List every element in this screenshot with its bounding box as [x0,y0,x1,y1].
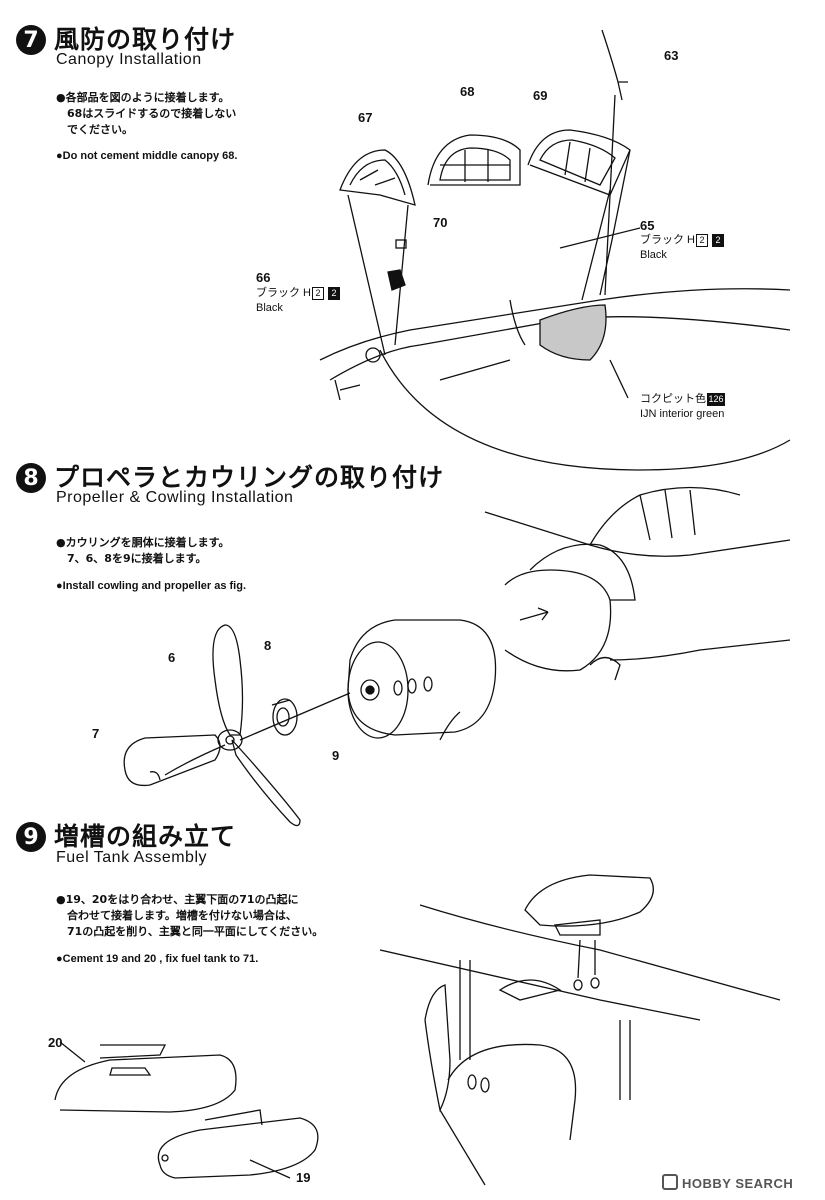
canopy-fuselage-drawing [319,288,791,471]
wing-tank-drawing [379,874,781,1186]
part-67-label: 67 [358,110,373,125]
paint-black-jp: ブラック H [640,234,695,246]
paint-code-box: 2 [312,286,324,300]
paint-code-box-dark: 2 [328,286,341,300]
part-69-label: 69 [533,88,548,103]
antenna-63-drawing [601,29,628,101]
part-9-label: 9 [332,748,340,763]
step-9-note-en: ●Cement 19 and 20 , fix fuel tank to 71. [56,953,259,965]
part-20-label: 20 [48,1035,63,1050]
paint-code-box-dark: 2 [712,233,725,247]
step-9-title-en: Fuel Tank Assembly [56,849,207,866]
step-8-note-jp: ●カウリングを胴体に接着します。 7、6、8を9に接着します。 [56,536,230,565]
step-7-note-jp: ●各部品を図のように接着します。 68はスライドするので接着しない でください。 [56,91,237,136]
part-66-label: 66 [256,270,271,285]
paint-cockpit-en: IJN interior green [640,408,725,420]
step-number-8: 8 [16,463,46,493]
paint-cockpit-code: 126 [707,392,725,406]
step-number-7: 7 [16,25,46,55]
fuel-tank-drawing [54,1044,319,1179]
part-63-label: 63 [664,48,679,63]
step-7-title-en: Canopy Installation [56,51,202,68]
ring-8-drawing [271,698,298,736]
canopy-68-drawing [427,134,521,186]
cowling-fuselage-drawing [484,486,791,681]
step-7-title-jp: 風防の取り付け [54,25,237,54]
step-8-title-jp: プロペラとカウリングの取り付け [54,463,445,492]
spinner-7-drawing [123,734,221,787]
part-68-label: 68 [460,84,475,99]
part-7-label: 7 [92,726,100,741]
step-number-9: 9 [16,822,46,852]
paint-cockpit-jp: コクピット色 [640,393,706,405]
step-9-note-jp: ●19、20をはり合わせ、主翼下面の71の凸起に 合わせて接着します。増槽を付け… [56,893,324,938]
canopy-67-drawing [339,149,416,206]
watermark-text: HOBBY SEARCH [682,1176,794,1191]
part-70-label: 70 [433,215,448,230]
canopy-69-drawing [527,129,631,196]
paint-black-en: Black [640,249,667,261]
propeller-6-drawing [164,624,301,827]
part-6-label: 6 [168,650,176,665]
part-19-label: 19 [296,1170,311,1185]
part-65-label: 65 [640,218,655,233]
step-8-note-en: ●Install cowling and propeller as fig. [56,580,247,592]
paint-black-en: Black [256,302,283,314]
paint-code-box: 2 [696,233,708,247]
paint-black-jp: ブラック H [256,287,311,299]
step-7-note-en: ●Do not cement middle canopy 68. [56,150,238,162]
step-9-title-jp: 増槽の組み立て [54,822,237,851]
watermark-logo: HOBBY SEARCH [662,1174,793,1191]
cowling-9-drawing [347,619,497,741]
watermark-icon [662,1174,678,1190]
step-8-title-en: Propeller & Cowling Installation [56,489,294,506]
part-8-label: 8 [264,638,272,653]
